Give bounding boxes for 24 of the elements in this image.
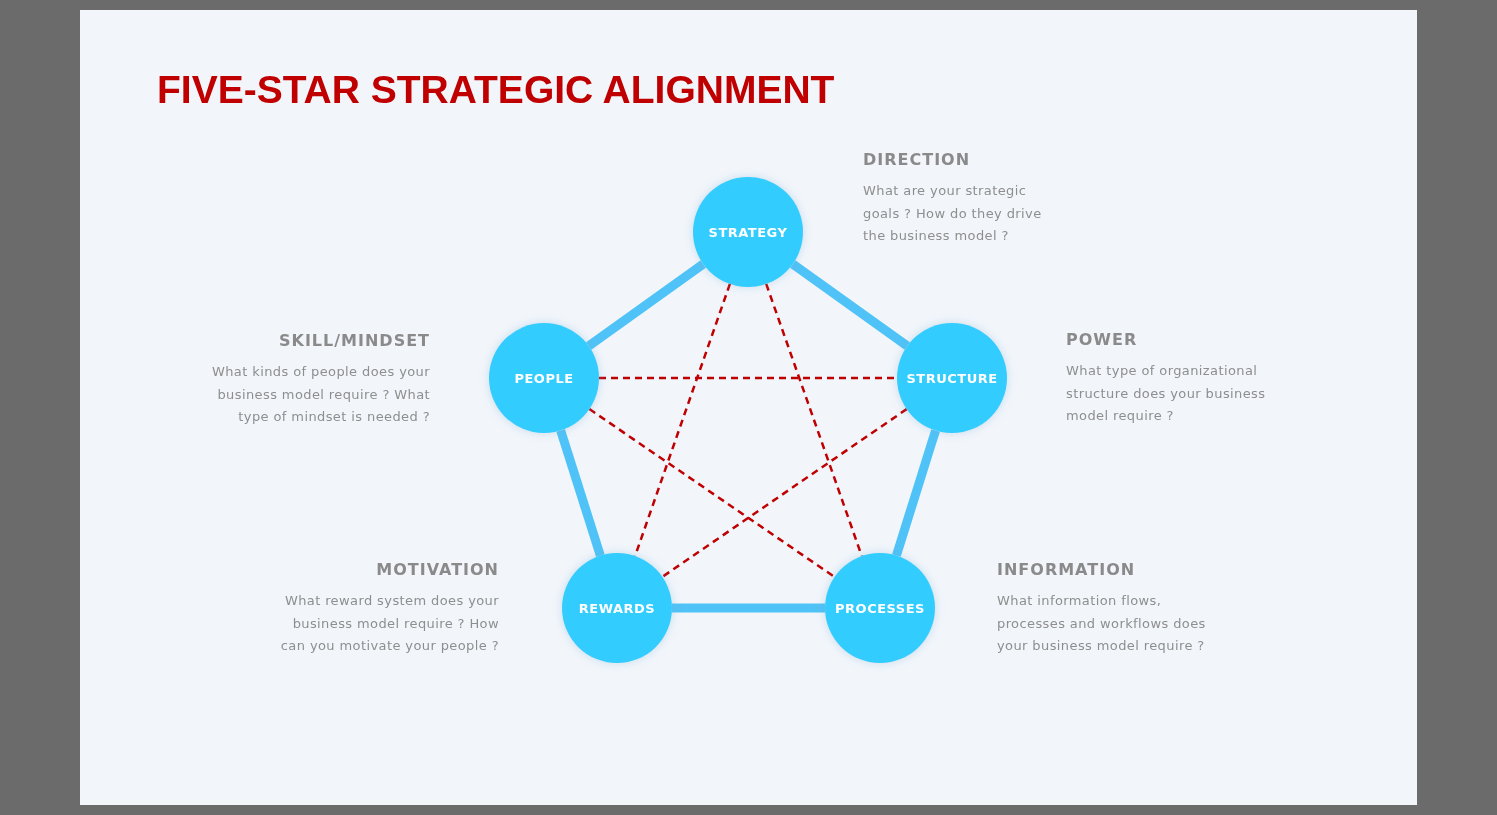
- heading: SKILL/MINDSET: [278, 331, 430, 350]
- heading: POWER: [1066, 330, 1138, 349]
- heading: INFORMATION: [997, 560, 1136, 579]
- description: What type of organizational structure does your business model require ?: [1066, 362, 1266, 425]
- heading: MOTIVATION: [376, 560, 499, 579]
- connector-bar: [892, 429, 940, 557]
- connector-bar: [672, 603, 825, 613]
- dashed-line: [661, 408, 908, 578]
- circle-node: STRATEGY: [693, 177, 803, 287]
- connector-bar: [586, 260, 706, 350]
- description: What kinds of people does your business model require ? What type of mindset is needed ?: [210, 363, 430, 426]
- dashed-line: [588, 408, 836, 578]
- connector-bar: [790, 260, 910, 350]
- dashed-line: [599, 376, 897, 380]
- description: What are your strategic goals ? How do they drive the business model ?: [863, 182, 1043, 245]
- connector-bar: [556, 429, 605, 557]
- description: What information flows, processes and workflows does your business model require ?: [997, 592, 1207, 655]
- circle-node: PEOPLE: [489, 323, 599, 433]
- circle-node: REWARDS: [562, 553, 672, 663]
- circle-node: PROCESSES: [825, 553, 935, 663]
- description: What reward system does your business model require ? How can you motivate your people ?: [279, 592, 499, 655]
- heading: DIRECTION: [863, 150, 971, 169]
- slide-title: FIVE-STAR STRATEGIC ALIGNMENT: [157, 68, 835, 112]
- circle-node: STRUCTURE: [897, 323, 1007, 433]
